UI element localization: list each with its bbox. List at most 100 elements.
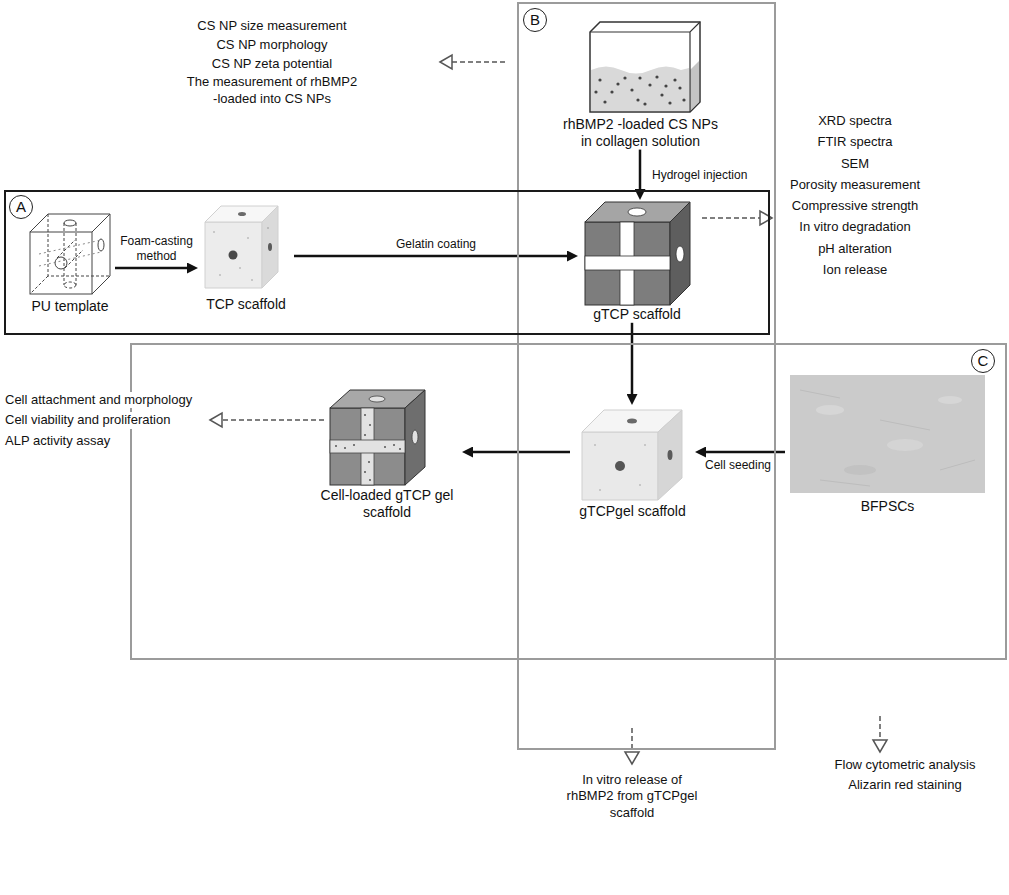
tcp-scaffold-photo — [238, 212, 246, 216]
analysis-note: In vitro degradation — [797, 219, 912, 235]
analysis-note: CS NP morphology — [214, 37, 329, 53]
pu-template-wireframe — [64, 220, 76, 226]
process-arrow — [639, 150, 642, 192]
analysis-note: CS NP size measurement — [195, 18, 348, 34]
analysis-note: Cell viability and proliferation — [3, 412, 172, 428]
nanoparticle-beaker — [590, 22, 700, 112]
pu-template-wireframe — [64, 223, 76, 285]
scaffold-figure: gTCP scaffold — [578, 200, 696, 323]
tcp-scaffold-photo — [268, 243, 272, 251]
characterization-arrow — [702, 217, 760, 219]
tcp-scaffold-photo — [251, 279, 253, 281]
nanoparticle-beaker — [655, 75, 658, 78]
characterization-arrow — [760, 211, 772, 225]
cell-loaded-scaffold-cube — [335, 445, 337, 447]
cell-loaded-scaffold-cube — [362, 441, 373, 452]
gtcpgel-scaffold-photo — [627, 419, 637, 424]
gtcp-scaffold-cube — [670, 202, 690, 305]
characterization-arrow — [210, 413, 222, 427]
gtcp-scaffold-cube — [621, 257, 633, 269]
cell-loaded-scaffold-cube — [369, 479, 371, 481]
characterization-arrow — [879, 716, 881, 740]
nanoparticle-beaker — [610, 90, 613, 93]
characterization-arrow — [873, 716, 887, 752]
tcp-scaffold-photo — [247, 237, 249, 239]
gtcp-scaffold-cube — [676, 246, 684, 262]
nanoparticle-beaker — [598, 78, 601, 81]
process-arrow — [115, 267, 189, 270]
analysis-note: SEM — [839, 156, 871, 172]
cell-micrograph — [887, 439, 923, 451]
gtcp-scaffold-cube — [585, 202, 690, 305]
figure-caption: Cell-loaded gTCP gel scaffold — [312, 487, 462, 521]
gtcpgel-scaffold-photo — [668, 450, 673, 460]
panel-letter: B — [523, 8, 547, 32]
tcp-scaffold-photo — [219, 274, 221, 276]
characterization-arrow — [210, 413, 324, 427]
gtcpgel-scaffold-photo — [594, 444, 596, 446]
nanoparticle-beaker — [690, 61, 699, 111]
characterization-arrow — [625, 728, 639, 764]
cell-loaded-scaffold-cube — [364, 434, 366, 436]
characterization-arrow — [440, 55, 505, 69]
nanoparticle-beaker — [591, 67, 689, 112]
cell-loaded-scaffold-cube — [384, 446, 386, 448]
panel-frame: BrhBMP2 -loaded CS NPs in collagen solut… — [517, 2, 776, 750]
analysis-note: Cell attachment and morphology — [3, 392, 194, 408]
analysis-note: CS NP zeta potential — [210, 56, 334, 72]
template-figure: PU template — [25, 212, 115, 315]
analysis-note: Alizarin red staining — [846, 777, 963, 793]
tcp-scaffold-photo — [205, 206, 278, 288]
pu-template-wireframe — [30, 214, 110, 294]
cell-loaded-scaffold-cube — [369, 396, 385, 402]
nanoparticle-beaker — [668, 101, 671, 104]
cell-loaded-scaffold-cube — [330, 440, 405, 453]
cell-loaded-scaffold-cube — [405, 390, 425, 485]
gtcp-scaffold-cube — [620, 222, 634, 305]
characterization-arrow — [625, 752, 639, 764]
cell-loaded-scaffold-cube — [399, 448, 401, 450]
cell-loaded-scaffold-cube — [412, 430, 418, 444]
analysis-note: ALP activity assay — [3, 433, 112, 449]
figure-caption: gTCPgel scaffold — [570, 503, 695, 520]
cell-micrograph — [844, 465, 876, 475]
scaffold-figure: TCP scaffold — [198, 200, 294, 313]
nanoparticle-beaker — [594, 90, 597, 93]
cell-micrograph — [800, 390, 975, 486]
process-arrow — [704, 451, 785, 454]
characterization-arrow — [702, 211, 772, 225]
cell-loaded-scaffold-cube — [330, 390, 425, 485]
pu-template-wireframe — [39, 240, 101, 266]
panel-letter: C — [971, 349, 995, 373]
nanoparticle-beaker — [616, 82, 619, 85]
nanoparticle-beaker — [623, 76, 626, 79]
figure-caption: gTCP scaffold — [578, 306, 696, 323]
nanoparticle-beaker — [590, 22, 700, 112]
gtcp-scaffold-cube — [585, 222, 670, 305]
tcp-scaffold-photo — [229, 251, 238, 260]
figure-caption: TCP scaffold — [198, 296, 294, 313]
characterization-arrow — [222, 419, 324, 421]
analysis-note: Flow cytometric analysis — [833, 757, 978, 773]
pu-template-wireframe — [30, 214, 110, 294]
scaffold-figure: gTCPgel scaffold — [570, 405, 695, 520]
gtcpgel-scaffold-photo — [615, 461, 625, 471]
gtcp-scaffold-cube — [585, 256, 670, 270]
step-label: Gelatin coating — [394, 237, 478, 251]
tcp-scaffold-photo — [205, 222, 262, 288]
figure-caption: BFPSCs — [785, 498, 990, 515]
nanoparticle-beaker — [636, 98, 639, 101]
characterization-arrow — [873, 740, 887, 752]
figure-caption: rhBMP2 -loaded CS NPs in collagen soluti… — [558, 116, 723, 150]
gtcpgel-scaffold-photo — [658, 410, 682, 500]
pu-template-wireframe — [30, 214, 110, 294]
scaffold-figure: Cell-loaded gTCP gel scaffold — [312, 385, 462, 521]
step-label: Hydrogel injection — [650, 168, 749, 182]
gtcpgel-scaffold-photo — [644, 444, 646, 446]
nanoparticle-beaker — [664, 84, 667, 87]
cell-loaded-scaffold-cube — [393, 444, 395, 446]
tcp-scaffold-photo — [267, 227, 269, 229]
nanoparticle-beaker — [678, 86, 681, 89]
cell-figure: BFPSCs — [785, 372, 990, 515]
gtcpgel-scaffold-photo — [582, 432, 658, 500]
